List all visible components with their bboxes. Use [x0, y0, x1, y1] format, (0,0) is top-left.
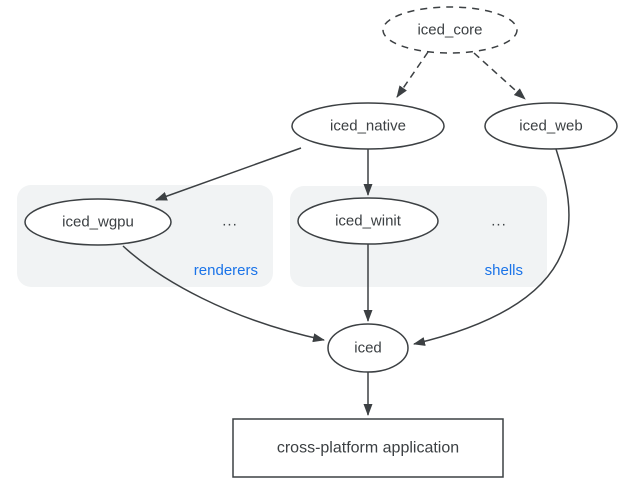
edge-iced-wgpu-to-iced	[122, 245, 325, 343]
edge-iced-core-to-iced-native	[396, 51, 429, 98]
shells-group-label: shells	[485, 262, 523, 279]
renderers-group-label: renderers	[194, 262, 258, 279]
node-iced-core	[382, 6, 518, 54]
node-iced-core-label: iced_core	[417, 22, 482, 39]
renderers-ellipsis: ...	[222, 213, 238, 230]
shells-ellipsis: ...	[491, 213, 507, 230]
node-cross-platform-application	[232, 418, 504, 478]
node-iced-web	[484, 102, 618, 150]
node-iced-winit	[297, 197, 439, 245]
node-iced-native	[291, 102, 445, 150]
edge-iced-native-to-iced-wgpu	[155, 147, 302, 201]
node-iced-wgpu-label: iced_wgpu	[62, 214, 134, 231]
node-iced-native-label: iced_native	[330, 118, 406, 135]
node-iced	[327, 323, 409, 373]
node-iced-label: iced	[354, 340, 382, 357]
edge-iced-core-to-iced-web	[473, 52, 526, 100]
edge-iced-web-to-iced	[413, 148, 570, 346]
node-cross-platform-application-label: cross-platform application	[277, 440, 459, 457]
node-iced-web-label: iced_web	[519, 118, 582, 135]
node-iced-wgpu	[24, 198, 172, 246]
node-iced-winit-label: iced_winit	[335, 213, 402, 230]
